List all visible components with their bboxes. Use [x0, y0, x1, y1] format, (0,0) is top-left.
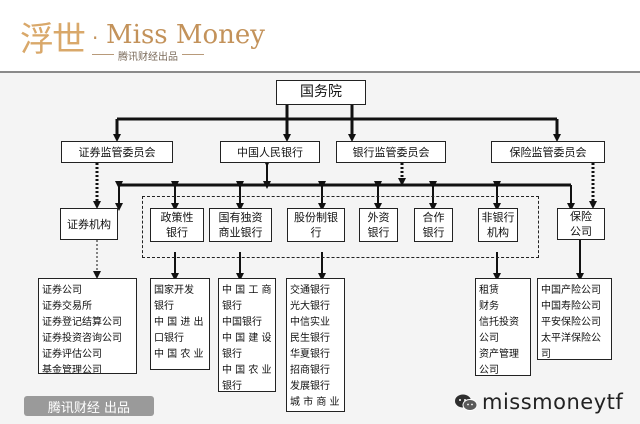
list-item: 中 国 农 业 [222, 365, 272, 376]
cooperative-banks-box: 合作 银行 [414, 208, 453, 242]
list-item: 证券交易所 [42, 301, 92, 312]
list-item: 证券登记结算公司 [42, 317, 122, 328]
list-item: 信托投资 [479, 317, 519, 328]
securities-list: 证券公司证券交易所证券登记结算公司证券投资咨询公司证券评估公司基金管理公司 [38, 278, 137, 374]
list-item: 招商银行 [290, 365, 330, 376]
watermark-text: missmoneytf [482, 390, 624, 414]
list-item: 银行 [154, 301, 174, 312]
circ-box: 保险监管委员会 [491, 141, 605, 163]
list-item: 城 市 商 业 [290, 397, 340, 408]
list-item: 中国寿险公司 [541, 301, 601, 312]
wechat-icon [455, 394, 478, 411]
list-item: 证券公司 [42, 285, 82, 296]
joint-stock-banks-list: 交通银行光大银行中信实业民生银行华夏银行招商银行发展银行城 市 商 业 [286, 278, 345, 412]
list-item: 司 [541, 349, 551, 360]
header-divider [0, 71, 640, 73]
logo-dot: · [92, 26, 99, 50]
list-item: 银行 [222, 381, 242, 392]
list-item: 中 国 进 出 [154, 317, 204, 328]
list-item: 发展银行 [290, 381, 330, 392]
list-item: 公司 [479, 365, 499, 376]
list-item: 平安保险公司 [541, 317, 601, 328]
list-item: 中信实业 [290, 317, 330, 328]
policy-banks-list: 国家开发银行中 国 进 出口银行中 国 农 业 [150, 278, 210, 370]
insurance-companies-box: 保险 公司 [557, 208, 605, 240]
banking-group-frame [142, 196, 539, 258]
logo-english: Miss Money [106, 20, 265, 50]
non-bank-list: 租赁财务信托投资公司资产管理公司 [475, 278, 531, 376]
list-item: 基金管理公司 [42, 365, 102, 374]
footer-badge: 腾讯财经 出品 [24, 396, 154, 416]
insurance-list: 中国产险公司中国寿险公司平安保险公司太平洋保险公司 [537, 278, 612, 360]
header: 浮世 · Miss Money 腾讯财经出品 [0, 0, 640, 72]
list-item: 中国银行 [222, 317, 262, 328]
list-item: 证券投资咨询公司 [42, 333, 122, 344]
list-item: 交通银行 [290, 285, 330, 296]
list-item: 银行 [222, 301, 242, 312]
logo-subtitle: 腾讯财经出品 [92, 48, 204, 63]
list-item: 华夏银行 [290, 349, 330, 360]
list-item: 证券评估公司 [42, 349, 102, 360]
list-item: 公司 [479, 333, 499, 344]
list-item: 国家开发 [154, 285, 194, 296]
list-item: 中国产险公司 [541, 285, 601, 296]
list-item: 租赁 [479, 285, 499, 296]
list-item: 中 国 建 设 [222, 333, 272, 344]
cbrc-box: 银行监管委员会 [336, 141, 446, 163]
list-item: 民生银行 [290, 333, 330, 344]
foreign-banks-box: 外资 银行 [359, 208, 398, 242]
csrc-box: 证券监管委员会 [61, 141, 173, 163]
list-item: 太平洋保险公 [541, 333, 601, 344]
list-item: 中 国 工 商 [222, 285, 272, 296]
state-council-box: 国务院 [276, 80, 366, 105]
policy-banks-box: 政策性 银行 [150, 208, 204, 242]
list-item: 银行 [222, 349, 242, 360]
logo-chinese: 浮世 [20, 20, 86, 60]
list-item: 资产管理 [479, 349, 519, 360]
list-item: 口银行 [154, 333, 184, 344]
pboc-box: 中国人民银行 [220, 141, 320, 163]
list-item: 财务 [479, 301, 499, 312]
joint-stock-banks-box: 股份制银 行 [287, 208, 345, 242]
state-banks-box: 国有独资 商业银行 [209, 208, 272, 242]
list-item: 光大银行 [290, 301, 330, 312]
state-banks-list: 中 国 工 商银行中国银行中 国 建 设银行中 国 农 业银行 [218, 278, 276, 392]
list-item: 中 国 农 业 [154, 349, 204, 360]
non-bank-institutions-box: 非银行 机构 [478, 208, 518, 242]
securities-institutions-box: 证券机构 [60, 208, 118, 240]
